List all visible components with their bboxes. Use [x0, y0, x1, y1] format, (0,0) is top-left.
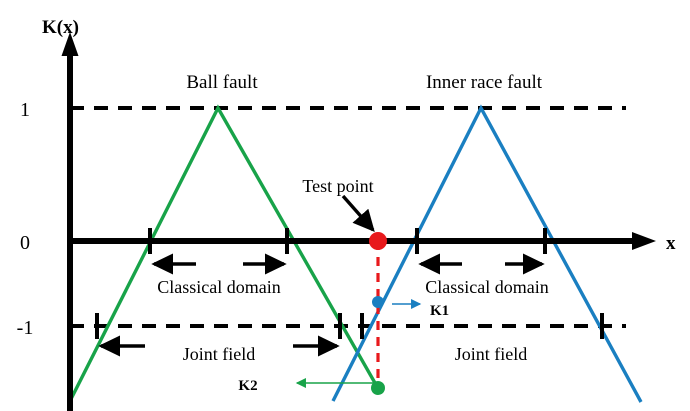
- ball-fault-membership-curve: [68, 104, 381, 402]
- y-axis-arrowhead: [61, 32, 79, 56]
- series-label-inner-race-fault: Inner race fault: [426, 72, 543, 93]
- k1-label: K1: [430, 303, 449, 319]
- test-point-label: Test point: [302, 176, 373, 196]
- k1-intersection-marker[interactable]: [372, 296, 384, 308]
- classical-domain-label-ball: Classical domain: [157, 277, 280, 297]
- joint-field-label-inner-race: Joint field: [455, 344, 528, 364]
- y-tick-label-0: 0: [20, 232, 30, 254]
- test-point-marker[interactable]: [369, 232, 387, 250]
- joint-field-label-ball: Joint field: [183, 344, 256, 364]
- x-axis-arrowhead: [632, 232, 656, 250]
- y-tick-label-1: 1: [20, 99, 30, 121]
- y-tick-label-minus-1: -1: [17, 317, 34, 339]
- k2-label: K2: [238, 378, 257, 394]
- test-point-callout-arrow: [341, 194, 375, 233]
- classical-domain-label-inner-race: Classical domain: [425, 277, 548, 297]
- series-label-ball-fault: Ball fault: [186, 72, 258, 93]
- k2-intersection-marker[interactable]: [371, 381, 385, 395]
- x-axis-label: x: [666, 233, 676, 254]
- y-axis-label: K(x): [42, 17, 79, 38]
